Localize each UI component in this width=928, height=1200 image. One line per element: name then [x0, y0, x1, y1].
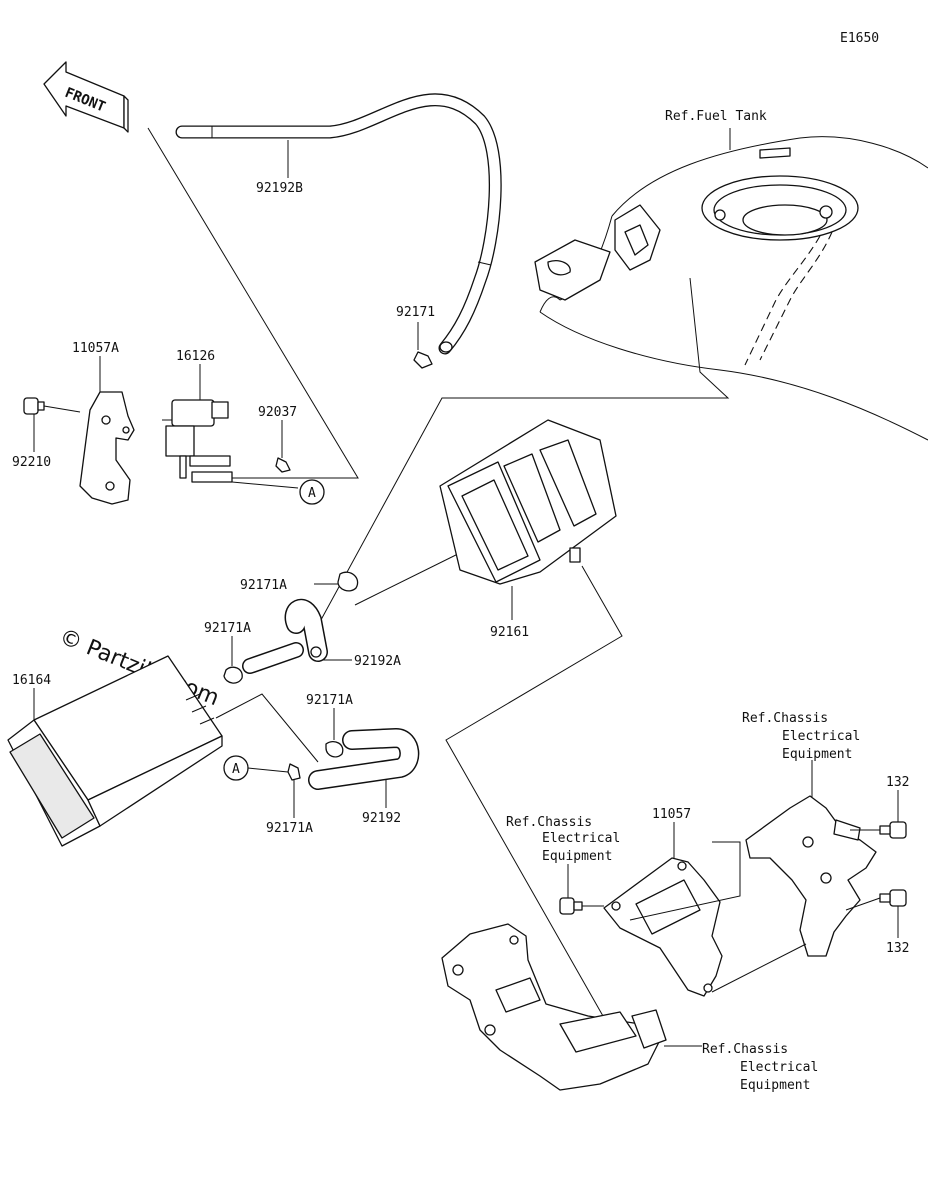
chassis-bracket-right: [745, 795, 877, 957]
label-132-2: 132: [886, 941, 909, 956]
label-92171-top: 92171: [396, 305, 435, 320]
hose-92192a: [242, 598, 328, 674]
ref-chassis-2-line1: Ref.Chassis: [506, 815, 592, 830]
ref-chassis-2-line2: Electrical: [542, 831, 620, 846]
label-92192a: 92192A: [354, 654, 401, 669]
bracket-11057: [603, 857, 723, 997]
label-92171a-4: 92171A: [266, 821, 313, 836]
label-16164: 16164: [12, 673, 51, 688]
ref-chassis-1-line1: Ref.Chassis: [742, 711, 828, 726]
callout-a-top-text: A: [308, 486, 316, 501]
label-11057a: 11057A: [72, 341, 119, 356]
canister-16164: [7, 655, 223, 847]
bolt-132-upper: [879, 821, 907, 839]
callout-a-bottom-text: A: [232, 762, 240, 777]
diagram-code: E1650: [840, 31, 879, 46]
label-92037: 92037: [258, 405, 297, 420]
ref-chassis-2-line3: Equipment: [542, 849, 612, 864]
label-132-1: 132: [886, 775, 909, 790]
hose-92192b: [175, 93, 502, 355]
clip-92037: [275, 457, 291, 473]
ref-chassis-1-line2: Electrical: [782, 729, 860, 744]
clamp-92171a-upper: [337, 571, 359, 592]
ref-fuel-tank-label: Ref.Fuel Tank: [665, 109, 767, 124]
label-92210: 92210: [12, 455, 51, 470]
fuel-tank-outline: [534, 136, 928, 441]
bracket-11057a: [79, 391, 135, 505]
label-92192: 92192: [362, 811, 401, 826]
valve-16126: [162, 399, 233, 483]
clip-92171: [413, 351, 433, 369]
callout-a-top: [299, 479, 325, 505]
bolt-92210: [23, 397, 45, 415]
front-arrow-icon: FRONT: [43, 61, 129, 133]
guide-line-lower: [445, 565, 629, 1061]
label-92161: 92161: [490, 625, 529, 640]
ref-chassis-3-line3: Equipment: [740, 1078, 810, 1093]
guide-line-mid: [309, 277, 730, 641]
leader-callout-a-top: [231, 481, 299, 489]
leader-92210-shaft: [43, 405, 81, 413]
label-16126: 16126: [176, 349, 215, 364]
label-92171a-3: 92171A: [306, 693, 353, 708]
leader-132-2-shaft: [845, 897, 881, 911]
hose-92192: [308, 727, 420, 790]
label-92171a-1: 92171A: [240, 578, 287, 593]
chassis-bracket-lower: [441, 923, 667, 1091]
callout-a-bottom: [223, 755, 249, 781]
ref-chassis-3-line1: Ref.Chassis: [702, 1042, 788, 1057]
label-92171a-2: 92171A: [204, 621, 251, 636]
ref-chassis-3-line2: Electrical: [740, 1060, 818, 1075]
leader-callout-a-bottom: [247, 767, 289, 773]
bolt-ref-chassis-2: [559, 897, 583, 915]
guide-line-left: [147, 127, 359, 479]
guide-line-11057-lower: [711, 943, 807, 993]
label-92192b: 92192B: [256, 181, 303, 196]
bolt-132-lower: [879, 889, 907, 907]
ref-chassis-1-line3: Equipment: [782, 747, 852, 762]
guide-line-canister: [354, 547, 471, 606]
guide-line-11057: [629, 841, 741, 921]
label-11057: 11057: [652, 807, 691, 822]
clamp-92171a-mid: [325, 740, 344, 758]
clamp-92171a-left: [223, 666, 243, 684]
clip-92171a-lower: [287, 763, 301, 781]
guide-line-16164: [215, 693, 319, 763]
canister-92161: [439, 419, 617, 585]
